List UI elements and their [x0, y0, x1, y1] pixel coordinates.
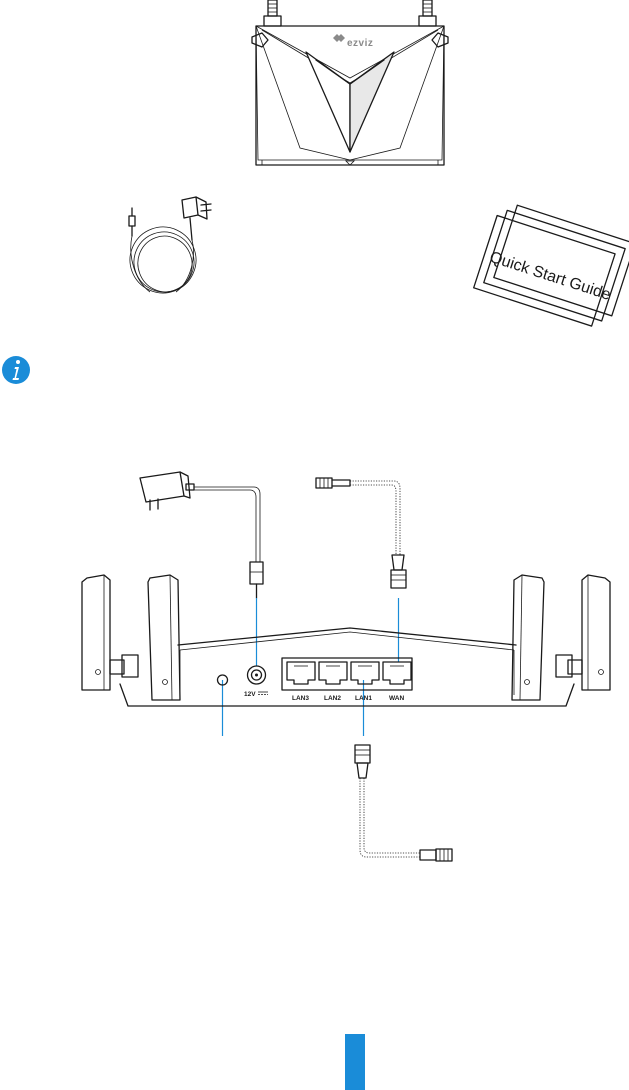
brand-logo-text: ezviz [347, 38, 373, 49]
ezviz-logo: ezviz [333, 34, 373, 49]
quick-start-guide-item: Quick Start Guide [474, 200, 629, 331]
router-front-view: ezviz [252, 0, 448, 165]
connection-diagram: 12V LAN3 LAN2 LAN1 [82, 472, 610, 861]
power-adapter-connection [140, 472, 263, 598]
page-tab-marker [345, 1034, 365, 1090]
port-label-lan2: LAN2 [324, 695, 341, 702]
ethernet-port-wan: WAN [383, 662, 411, 702]
lan-ethernet-cable [355, 745, 452, 861]
ethernet-port-lan3: LAN3 [287, 662, 315, 702]
port-label-lan3: LAN3 [292, 695, 309, 702]
router-rear-view: 12V LAN3 LAN2 LAN1 [82, 575, 610, 706]
power-adapter-item [121, 197, 211, 302]
port-label-wan: WAN [389, 695, 404, 702]
port-label-lan1: LAN1 [355, 695, 372, 702]
ethernet-port-lan1: LAN1 [351, 662, 379, 702]
ethernet-port-lan2: LAN2 [319, 662, 347, 702]
power-label: 12V [244, 691, 256, 698]
power-jack: 12V [244, 666, 268, 698]
wan-ethernet-cable [316, 478, 406, 588]
info-icon [2, 356, 30, 384]
